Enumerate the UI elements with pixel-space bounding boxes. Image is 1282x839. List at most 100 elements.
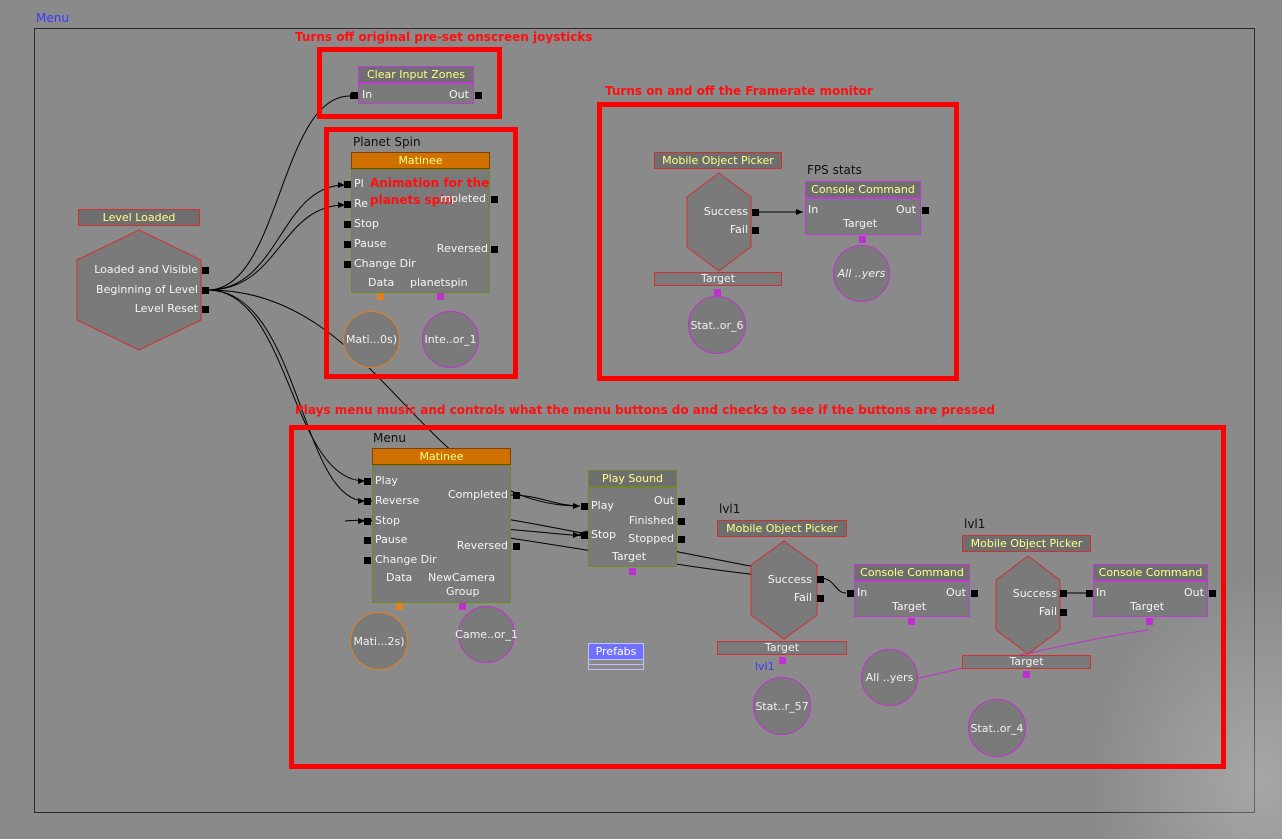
pin-fail: Fail xyxy=(1038,605,1057,618)
prefabs-title: Prefabs xyxy=(588,643,644,660)
variable-connector[interactable] xyxy=(1023,671,1030,678)
pin-reverse: Reverse xyxy=(375,494,420,507)
input-connector[interactable] xyxy=(1086,590,1093,597)
output-connector[interactable] xyxy=(817,595,824,602)
matinee-data-variable[interactable]: Mati...0s) xyxy=(343,311,400,368)
pin-stop: Stop xyxy=(354,217,380,230)
variable-connector[interactable] xyxy=(377,293,384,300)
pin-beginning-of-level: Beginning of Level xyxy=(96,283,198,296)
input-connector[interactable] xyxy=(581,532,588,539)
sequence-canvas[interactable] xyxy=(34,28,1255,813)
input-connector[interactable] xyxy=(364,498,371,505)
comment-box-menu[interactable] xyxy=(289,425,1226,769)
picker-target-variable[interactable]: Stat..or_6 xyxy=(688,296,746,354)
output-connector[interactable] xyxy=(752,209,759,216)
input-connector[interactable] xyxy=(344,261,351,268)
pin-finished: Finished xyxy=(628,514,674,527)
output-connector[interactable] xyxy=(1060,609,1067,616)
comment-planet-anim-2: planets spin xyxy=(370,193,453,207)
matinee-body xyxy=(351,169,490,293)
pin-out: Out xyxy=(654,494,674,507)
output-connector[interactable] xyxy=(752,227,759,234)
output-connector[interactable] xyxy=(475,92,482,99)
input-connector[interactable] xyxy=(847,590,854,597)
all-players-variable[interactable]: All ..yers xyxy=(833,245,890,302)
pin-completed: Completed xyxy=(448,488,508,501)
output-connector[interactable] xyxy=(202,287,209,294)
pin-target: Target xyxy=(892,600,927,613)
input-connector[interactable] xyxy=(581,503,588,510)
picker-target-variable[interactable]: Stat..r_57 xyxy=(753,677,811,735)
output-connector[interactable] xyxy=(1209,590,1216,597)
pin-in: In xyxy=(1096,586,1107,599)
comment-box-joysticks[interactable] xyxy=(317,47,502,119)
output-connector[interactable] xyxy=(513,543,520,550)
camera-actor-variable[interactable]: Came..or_1 xyxy=(455,606,518,663)
clear-input-body xyxy=(358,83,474,104)
prefabs-body xyxy=(588,665,644,670)
clear-input-title: Clear Input Zones xyxy=(358,66,474,83)
input-connector[interactable] xyxy=(344,221,351,228)
input-connector[interactable] xyxy=(364,478,371,485)
output-connector[interactable] xyxy=(678,498,685,505)
pin-reverse: Re xyxy=(354,197,368,210)
console-command-title: Console Command xyxy=(1093,564,1208,581)
console-command-body xyxy=(805,198,921,235)
level-loaded-title: Level Loaded xyxy=(78,209,200,226)
variable-connector[interactable] xyxy=(459,603,466,610)
input-connector[interactable] xyxy=(351,92,358,99)
console-command-body xyxy=(1093,581,1208,617)
output-connector[interactable] xyxy=(922,207,929,214)
matinee-title: Matinee xyxy=(351,152,490,169)
comment-box-framerate[interactable] xyxy=(597,102,959,381)
planet-spin-caption: Planet Spin xyxy=(353,135,421,149)
variable-connector[interactable] xyxy=(908,618,915,625)
variable-connector[interactable] xyxy=(1146,618,1153,625)
pin-data: Data xyxy=(386,571,413,584)
output-connector[interactable] xyxy=(678,536,685,543)
pin-out: Out xyxy=(896,203,916,216)
output-connector[interactable] xyxy=(202,306,209,313)
picker-target-bar: Target xyxy=(962,655,1091,669)
pin-newcamera: NewCamera xyxy=(428,571,496,584)
variable-connector[interactable] xyxy=(859,236,866,243)
picker-hexagon xyxy=(750,540,818,640)
output-connector[interactable] xyxy=(513,492,520,499)
input-connector[interactable] xyxy=(344,181,351,188)
variable-connector[interactable] xyxy=(714,289,721,296)
play-sound-title: Play Sound xyxy=(588,470,677,487)
matinee-data-variable[interactable]: Mati...2s) xyxy=(350,612,408,670)
output-connector[interactable] xyxy=(1060,590,1067,597)
pin-loaded-visible: Loaded and Visible xyxy=(94,263,198,276)
input-connector[interactable] xyxy=(364,557,371,564)
pin-in: In xyxy=(857,586,868,599)
output-connector[interactable] xyxy=(491,196,498,203)
variable-connector[interactable] xyxy=(396,603,403,610)
variable-connector[interactable] xyxy=(629,568,636,575)
variable-connector[interactable] xyxy=(437,293,444,300)
output-connector[interactable] xyxy=(678,518,685,525)
lvl1-caption: lvl1 xyxy=(964,517,986,531)
picker-target-variable[interactable]: Stat..or_4 xyxy=(968,699,1026,757)
input-connector[interactable] xyxy=(344,241,351,248)
output-connector[interactable] xyxy=(817,576,824,583)
picker-target-bar: Target xyxy=(717,641,847,655)
pin-completed: mpleted xyxy=(440,192,486,205)
input-connector[interactable] xyxy=(364,537,371,544)
input-connector[interactable] xyxy=(364,518,371,525)
sequence-title: Menu xyxy=(36,11,69,25)
input-connector[interactable] xyxy=(344,201,351,208)
picker-title: Mobile Object Picker xyxy=(654,152,782,169)
pin-out: Out xyxy=(449,88,469,101)
pin-target: Target xyxy=(612,550,647,563)
interp-actor-variable[interactable]: Inte..or_1 xyxy=(422,311,479,368)
pin-group: Group xyxy=(446,585,480,598)
fps-caption: FPS stats xyxy=(807,163,862,177)
output-connector[interactable] xyxy=(971,590,978,597)
all-players-variable[interactable]: All ..yers xyxy=(861,649,918,706)
picker-title: Mobile Object Picker xyxy=(962,535,1091,552)
pin-planetspin: planetspin xyxy=(410,276,468,289)
output-connector[interactable] xyxy=(491,246,498,253)
variable-connector[interactable] xyxy=(779,657,786,664)
output-connector[interactable] xyxy=(202,267,209,274)
